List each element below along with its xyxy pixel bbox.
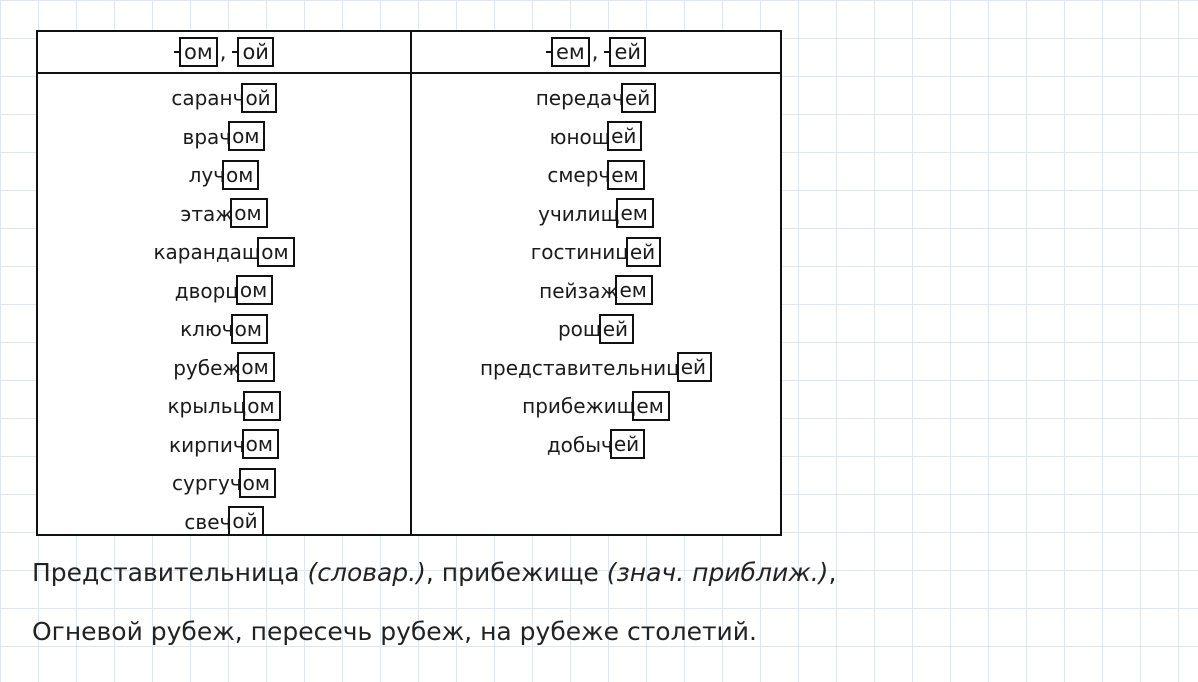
header-ending-ey: ей <box>609 37 647 67</box>
right-column-header: ем, ей <box>412 32 780 74</box>
word-row: врачом <box>38 118 410 157</box>
dash-mark <box>232 51 240 53</box>
word-ending: ем <box>607 159 645 190</box>
word-stem: гостиниц <box>530 240 629 264</box>
word-stem: пейзаж <box>539 278 619 303</box>
word-row: смерчем <box>412 156 780 195</box>
word-stem: сургуч <box>171 471 242 495</box>
word-ending: ем <box>616 198 654 228</box>
dash-mark <box>174 51 182 53</box>
note-separator: , <box>425 558 442 587</box>
word-ending: ей <box>625 236 662 267</box>
word-ending: ом <box>230 313 268 344</box>
word-stem: рубеж <box>173 355 241 380</box>
left-word-list: саранчой врачом лучом этажом карандашом … <box>38 74 410 541</box>
header-separator: , <box>219 40 227 64</box>
word-stem: этаж <box>180 201 234 226</box>
note-line-1: Представительница (словар.), прибежище (… <box>32 558 836 587</box>
word-stem: представительниц <box>479 355 680 380</box>
word-stem: кирпич <box>169 432 245 457</box>
word-ending: ей <box>676 352 713 382</box>
word-stem: луч <box>188 163 226 187</box>
word-row: училищем <box>412 195 780 234</box>
word-stem: ключ <box>180 317 234 341</box>
word-row: добычей <box>412 426 780 465</box>
word-ending: ом <box>235 275 274 305</box>
word-stem: врач <box>182 124 232 149</box>
right-word-list: передачей юношей смерчем училищем гостин… <box>412 74 780 464</box>
word-stem: училищ <box>538 201 620 226</box>
word-ending: ом <box>241 429 279 459</box>
word-stem: добыч <box>546 432 613 457</box>
word-stem: смерч <box>547 163 611 187</box>
word-ending: ом <box>228 121 266 151</box>
word-row: сургучом <box>38 464 410 503</box>
word-ending: ей <box>609 429 646 459</box>
word-row: передачей <box>412 79 780 118</box>
word-row: саранчой <box>38 79 410 118</box>
header-ending-em: ем <box>550 37 590 67</box>
word-ending: ом <box>230 198 268 228</box>
word-row: юношей <box>412 118 780 157</box>
note-remark-2: (знач. приближ.) <box>606 558 829 587</box>
word-row: гостиницей <box>412 233 780 272</box>
word-row: пейзажем <box>412 272 780 311</box>
word-ending: ом <box>257 236 295 267</box>
word-ending: ей <box>607 121 643 151</box>
word-ending: ем <box>615 275 653 305</box>
dash-mark <box>545 51 553 53</box>
word-row: дворцом <box>38 272 410 311</box>
word-ending: ом <box>237 352 275 382</box>
dash-mark <box>604 51 612 53</box>
word-ending: ом <box>238 467 276 498</box>
word-ending: ем <box>632 390 670 421</box>
note-line-2: Огневой рубеж, пересечь рубеж, на рубеже… <box>32 617 757 646</box>
word-stem: прибежищ <box>522 394 636 418</box>
note-word-2: прибежище <box>441 558 599 587</box>
header-separator: , <box>591 40 599 64</box>
word-ending: ой <box>241 82 277 113</box>
word-stem: дворц <box>174 278 239 303</box>
word-stem: свеч <box>184 509 232 534</box>
word-row: крыльцом <box>38 387 410 426</box>
word-stem: рощ <box>557 317 602 341</box>
left-column: ом,ой саранчой врачом лучом этажом каран… <box>38 32 410 536</box>
endings-table: ом,ой саранчой врачом лучом этажом каран… <box>36 30 782 536</box>
header-ending-om: ом <box>179 37 218 67</box>
word-stem: карандаш <box>153 240 261 264</box>
left-column-header: ом, ой <box>38 32 410 74</box>
note-remark-1: (словар.) <box>307 558 426 587</box>
word-stem: передач <box>535 86 624 110</box>
word-row: рубежом <box>38 349 410 388</box>
word-stem: саранч <box>171 86 245 110</box>
word-ending: ом <box>222 159 260 190</box>
word-row: лучом <box>38 156 410 195</box>
right-column: ем, ей передачей юношей смерчем училищем … <box>410 32 780 534</box>
word-stem: крыльц <box>167 394 247 418</box>
word-stem: юнош <box>549 124 611 149</box>
word-row: карандашом <box>38 233 410 272</box>
word-ending: ей <box>598 313 635 344</box>
note-end: , <box>828 558 837 587</box>
word-ending: ой <box>228 506 264 536</box>
word-ending: ом <box>243 390 281 421</box>
word-row: рощей <box>412 310 780 349</box>
word-row: кирпичом <box>38 426 410 465</box>
word-row: ключом <box>38 310 410 349</box>
word-row: этажом <box>38 195 410 234</box>
word-ending: ей <box>620 82 657 113</box>
word-row: прибежищем <box>412 387 780 426</box>
word-row: представительницей <box>412 349 780 388</box>
note-word-1: Представительница <box>32 558 300 587</box>
header-ending-oy: ой <box>237 37 274 67</box>
word-row: свечой <box>38 503 410 542</box>
